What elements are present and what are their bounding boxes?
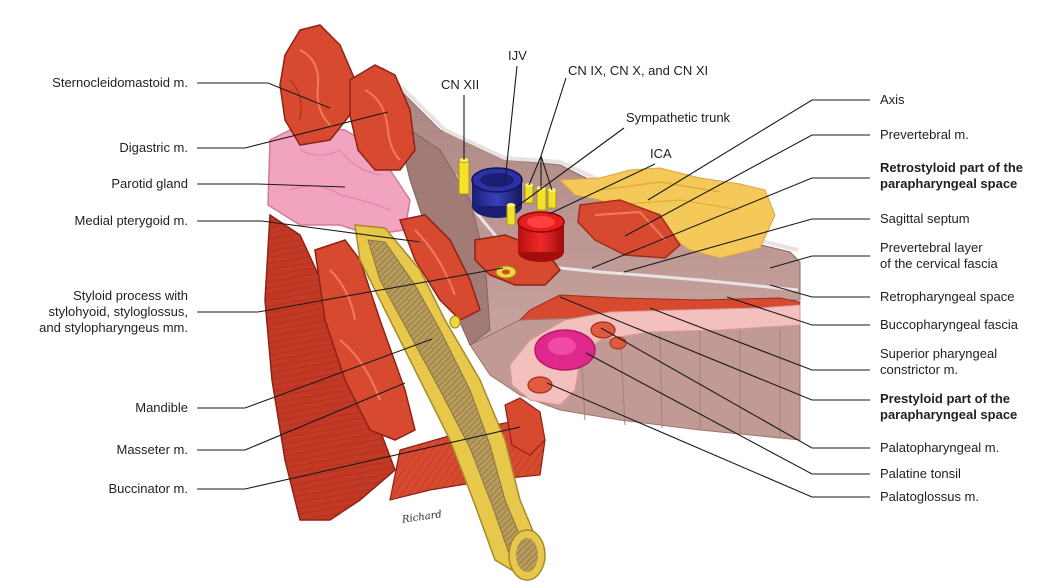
label-retropharyngeal-line: Retropharyngeal space bbox=[880, 289, 1014, 305]
label-prestyloid-line-1: Prestyloid part of the bbox=[880, 391, 1017, 407]
label-styloid-process: Styloid process with stylohyoid, stylogl… bbox=[39, 288, 188, 336]
label-sagittal-septum-line: Sagittal septum bbox=[880, 211, 970, 227]
label-palatopharyngeal-line: Palatopharyngeal m. bbox=[880, 440, 999, 456]
label-buccinator: Buccinator m. bbox=[109, 481, 188, 497]
label-prestyloid-line-2: parapharyngeal space bbox=[880, 407, 1017, 423]
label-buccopharyngeal: Buccopharyngeal fascia bbox=[880, 317, 1018, 333]
label-retrostyloid-line-1: Retrostyloid part of the bbox=[880, 160, 1023, 176]
label-superior-constrictor-line-2: constrictor m. bbox=[880, 362, 997, 378]
label-palatoglossus-line: Palatoglossus m. bbox=[880, 489, 979, 505]
label-prestyloid: Prestyloid part of the parapharyngeal sp… bbox=[880, 391, 1017, 423]
label-styloid-line-3: and stylopharyngeus mm. bbox=[39, 320, 188, 336]
label-cn12: CN XII bbox=[441, 77, 479, 93]
label-retrostyloid-line-2: parapharyngeal space bbox=[880, 176, 1023, 192]
label-palatine-tonsil-line: Palatine tonsil bbox=[880, 466, 961, 482]
label-styloid-line-2: stylohyoid, styloglossus, bbox=[39, 304, 188, 320]
label-sympathetic-trunk: Sympathetic trunk bbox=[626, 110, 730, 126]
label-ica: ICA bbox=[650, 146, 672, 162]
label-superior-constrictor-line-1: Superior pharyngeal bbox=[880, 346, 997, 362]
label-retropharyngeal: Retropharyngeal space bbox=[880, 289, 1014, 305]
label-palatoglossus: Palatoglossus m. bbox=[880, 489, 979, 505]
label-prevertebral-muscle: Prevertebral m. bbox=[880, 127, 969, 143]
label-superior-constrictor: Superior pharyngeal constrictor m. bbox=[880, 346, 997, 378]
sympathetic-trunk bbox=[507, 205, 515, 225]
label-cn9-10-11: CN IX, CN X, and CN XI bbox=[568, 63, 708, 79]
label-mandible: Mandible bbox=[135, 400, 188, 416]
label-prevertebral-layer: Prevertebral layer of the cervical fasci… bbox=[880, 240, 998, 272]
label-masseter: Masseter m. bbox=[116, 442, 188, 458]
cn12-nerve bbox=[459, 160, 469, 194]
label-prevertebral-muscle-line: Prevertebral m. bbox=[880, 127, 969, 143]
styloid-process bbox=[450, 316, 460, 328]
label-digastric: Digastric m. bbox=[119, 140, 188, 156]
label-palatopharyngeal: Palatopharyngeal m. bbox=[880, 440, 999, 456]
palatopharyngeal-muscle bbox=[591, 322, 615, 338]
label-ijv: IJV bbox=[508, 48, 527, 64]
label-prevertebral-layer-line-1: Prevertebral layer bbox=[880, 240, 998, 256]
label-sternocleidomastoid: Sternocleidomastoid m. bbox=[52, 75, 188, 91]
label-prevertebral-layer-line-2: of the cervical fascia bbox=[880, 256, 998, 272]
label-palatine-tonsil: Palatine tonsil bbox=[880, 466, 961, 482]
label-sagittal-septum: Sagittal septum bbox=[880, 211, 970, 227]
label-axis-line: Axis bbox=[880, 92, 905, 108]
label-styloid-line-1: Styloid process with bbox=[39, 288, 188, 304]
label-medial-pterygoid: Medial pterygoid m. bbox=[75, 213, 188, 229]
label-buccopharyngeal-line: Buccopharyngeal fascia bbox=[880, 317, 1018, 333]
label-retrostyloid: Retrostyloid part of the parapharyngeal … bbox=[880, 160, 1023, 192]
palatoglossus-muscle bbox=[528, 377, 552, 393]
label-axis: Axis bbox=[880, 92, 905, 108]
label-parotid-gland: Parotid gland bbox=[111, 176, 188, 192]
